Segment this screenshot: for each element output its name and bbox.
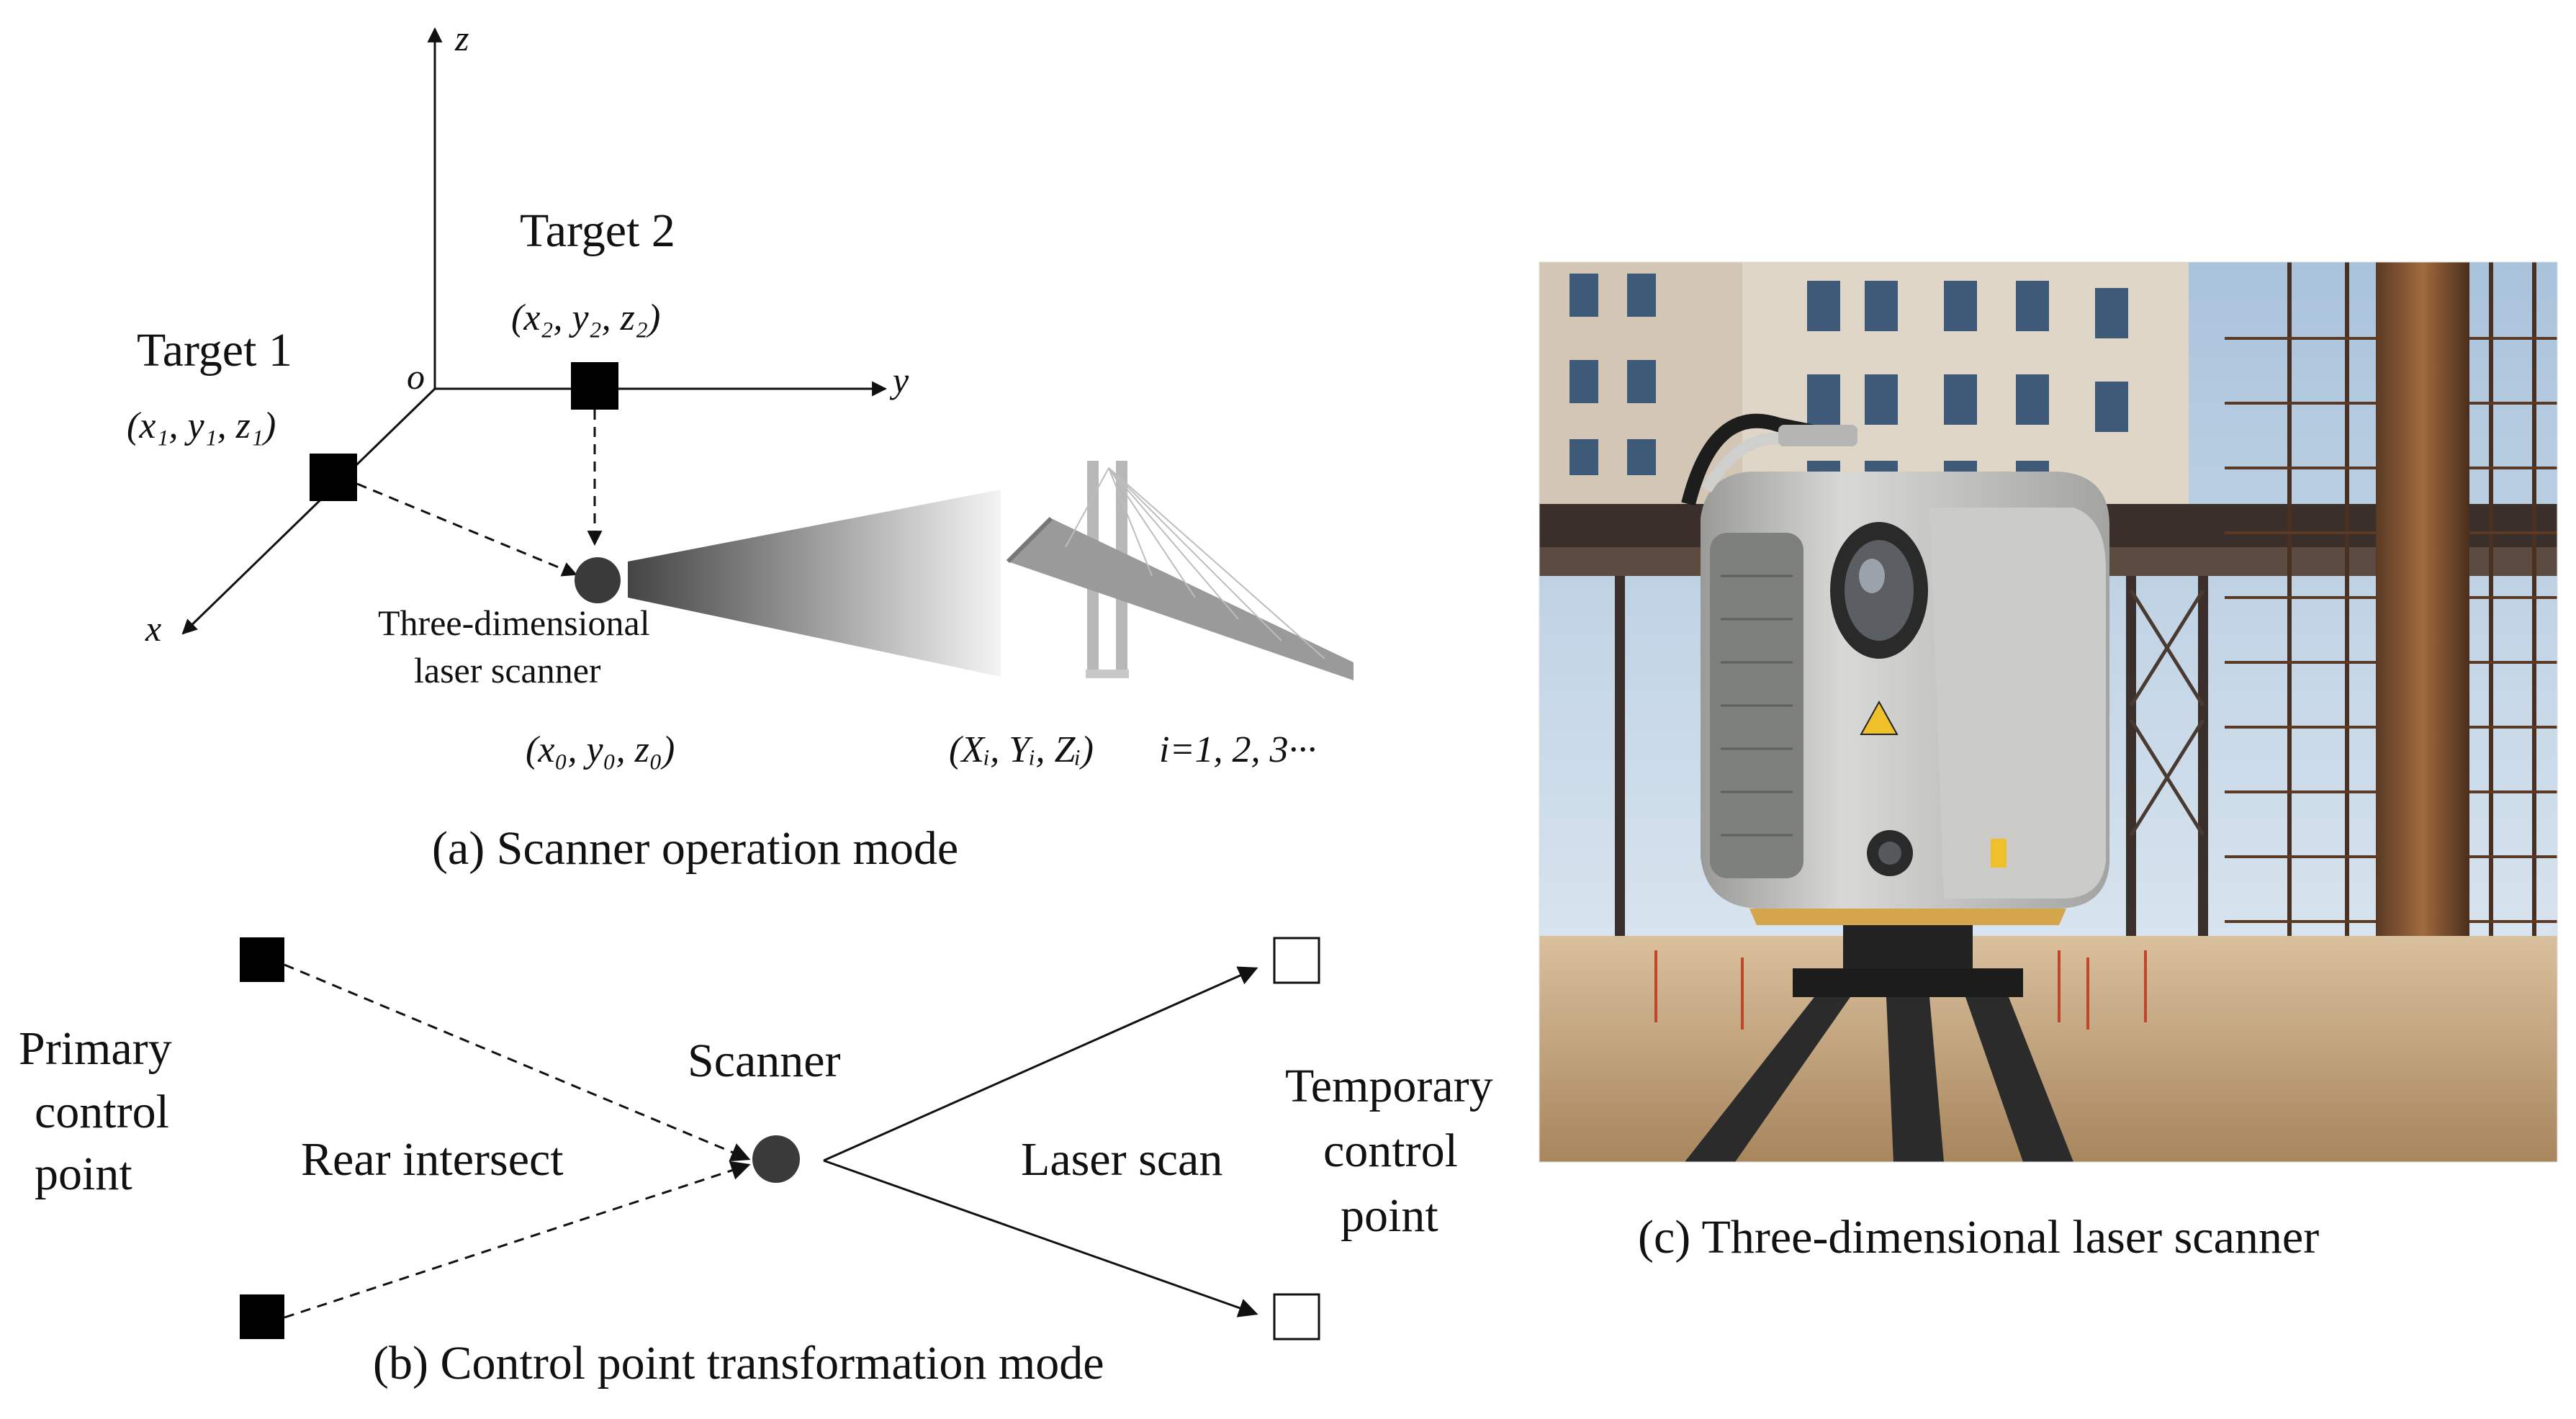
panel-a-caption: (a) Scanner operation mode	[432, 822, 958, 875]
laser-beam	[628, 490, 1001, 677]
rear-intersect-line-top	[284, 963, 751, 1162]
z-axis-label: z	[454, 18, 469, 58]
target-2-marker	[571, 362, 618, 410]
rear-intersect-line-bottom	[284, 1161, 751, 1319]
laser-scan-line-top	[823, 966, 1258, 1162]
laser-scan-line-bottom	[823, 1159, 1258, 1317]
scanner-label-line2: laser scanner	[414, 650, 601, 690]
scanner-label-line1: Three-dimensional	[378, 603, 650, 643]
target-2-coords: (x₂, y₂, z₂)	[511, 297, 660, 338]
panel-a-scanner-operation: z y x o Target 2 (x₂, y₂, z₂) Target 1 (…	[127, 18, 1354, 875]
laser-scan-label: Laser scan	[1021, 1133, 1222, 1186]
scanner-point	[752, 1135, 800, 1183]
temporary-label-line2: control	[1323, 1125, 1458, 1177]
temporary-label-line1: Temporary	[1285, 1060, 1493, 1112]
object-coords: (Xᵢ, Yᵢ, Zᵢ)	[949, 729, 1094, 770]
scanner-coords: (x₀, y₀, z₀)	[526, 729, 675, 770]
tripod	[1685, 922, 2073, 1162]
laser-scanner-device	[1681, 413, 2109, 925]
primary-label-line1: Primary	[19, 1022, 172, 1075]
temporary-label-line3: point	[1341, 1189, 1438, 1242]
primary-label-line2: control	[35, 1086, 169, 1138]
scanner-label: Scanner	[688, 1035, 841, 1087]
origin-label: o	[407, 356, 425, 397]
scanner-point	[575, 557, 621, 603]
target-1-coords: (x₁, y₁, z₁)	[127, 405, 276, 446]
panel-c-caption: (c) Three-dimensional laser scanner	[1638, 1211, 2319, 1263]
target-1-marker	[310, 454, 357, 501]
primary-control-point-bottom	[240, 1294, 284, 1339]
bridge-illustration	[1006, 461, 1354, 680]
panel-b-control-point: Primary control point Rear intersect Sca…	[19, 937, 1493, 1389]
target-1-label: Target 1	[137, 324, 292, 377]
target-2-label: Target 2	[520, 204, 675, 257]
panel-b-caption: (b) Control point transformation mode	[373, 1337, 1104, 1389]
temporary-control-point-top	[1273, 937, 1320, 984]
index-label: i=1, 2, 3···	[1159, 729, 1317, 770]
x-axis-label: x	[145, 608, 161, 649]
temporary-control-point-bottom	[1273, 1293, 1320, 1341]
primary-label-line3: point	[35, 1148, 132, 1200]
x-axis	[181, 387, 436, 635]
panel-c-photo: (c) Three-dimensional laser scanner	[1539, 261, 2558, 1263]
rear-intersect-label: Rear intersect	[301, 1133, 564, 1186]
photo-frame	[1539, 261, 2558, 1163]
y-axis-label: y	[889, 360, 909, 400]
primary-control-point-top	[240, 937, 284, 982]
target-1-link	[356, 482, 577, 577]
